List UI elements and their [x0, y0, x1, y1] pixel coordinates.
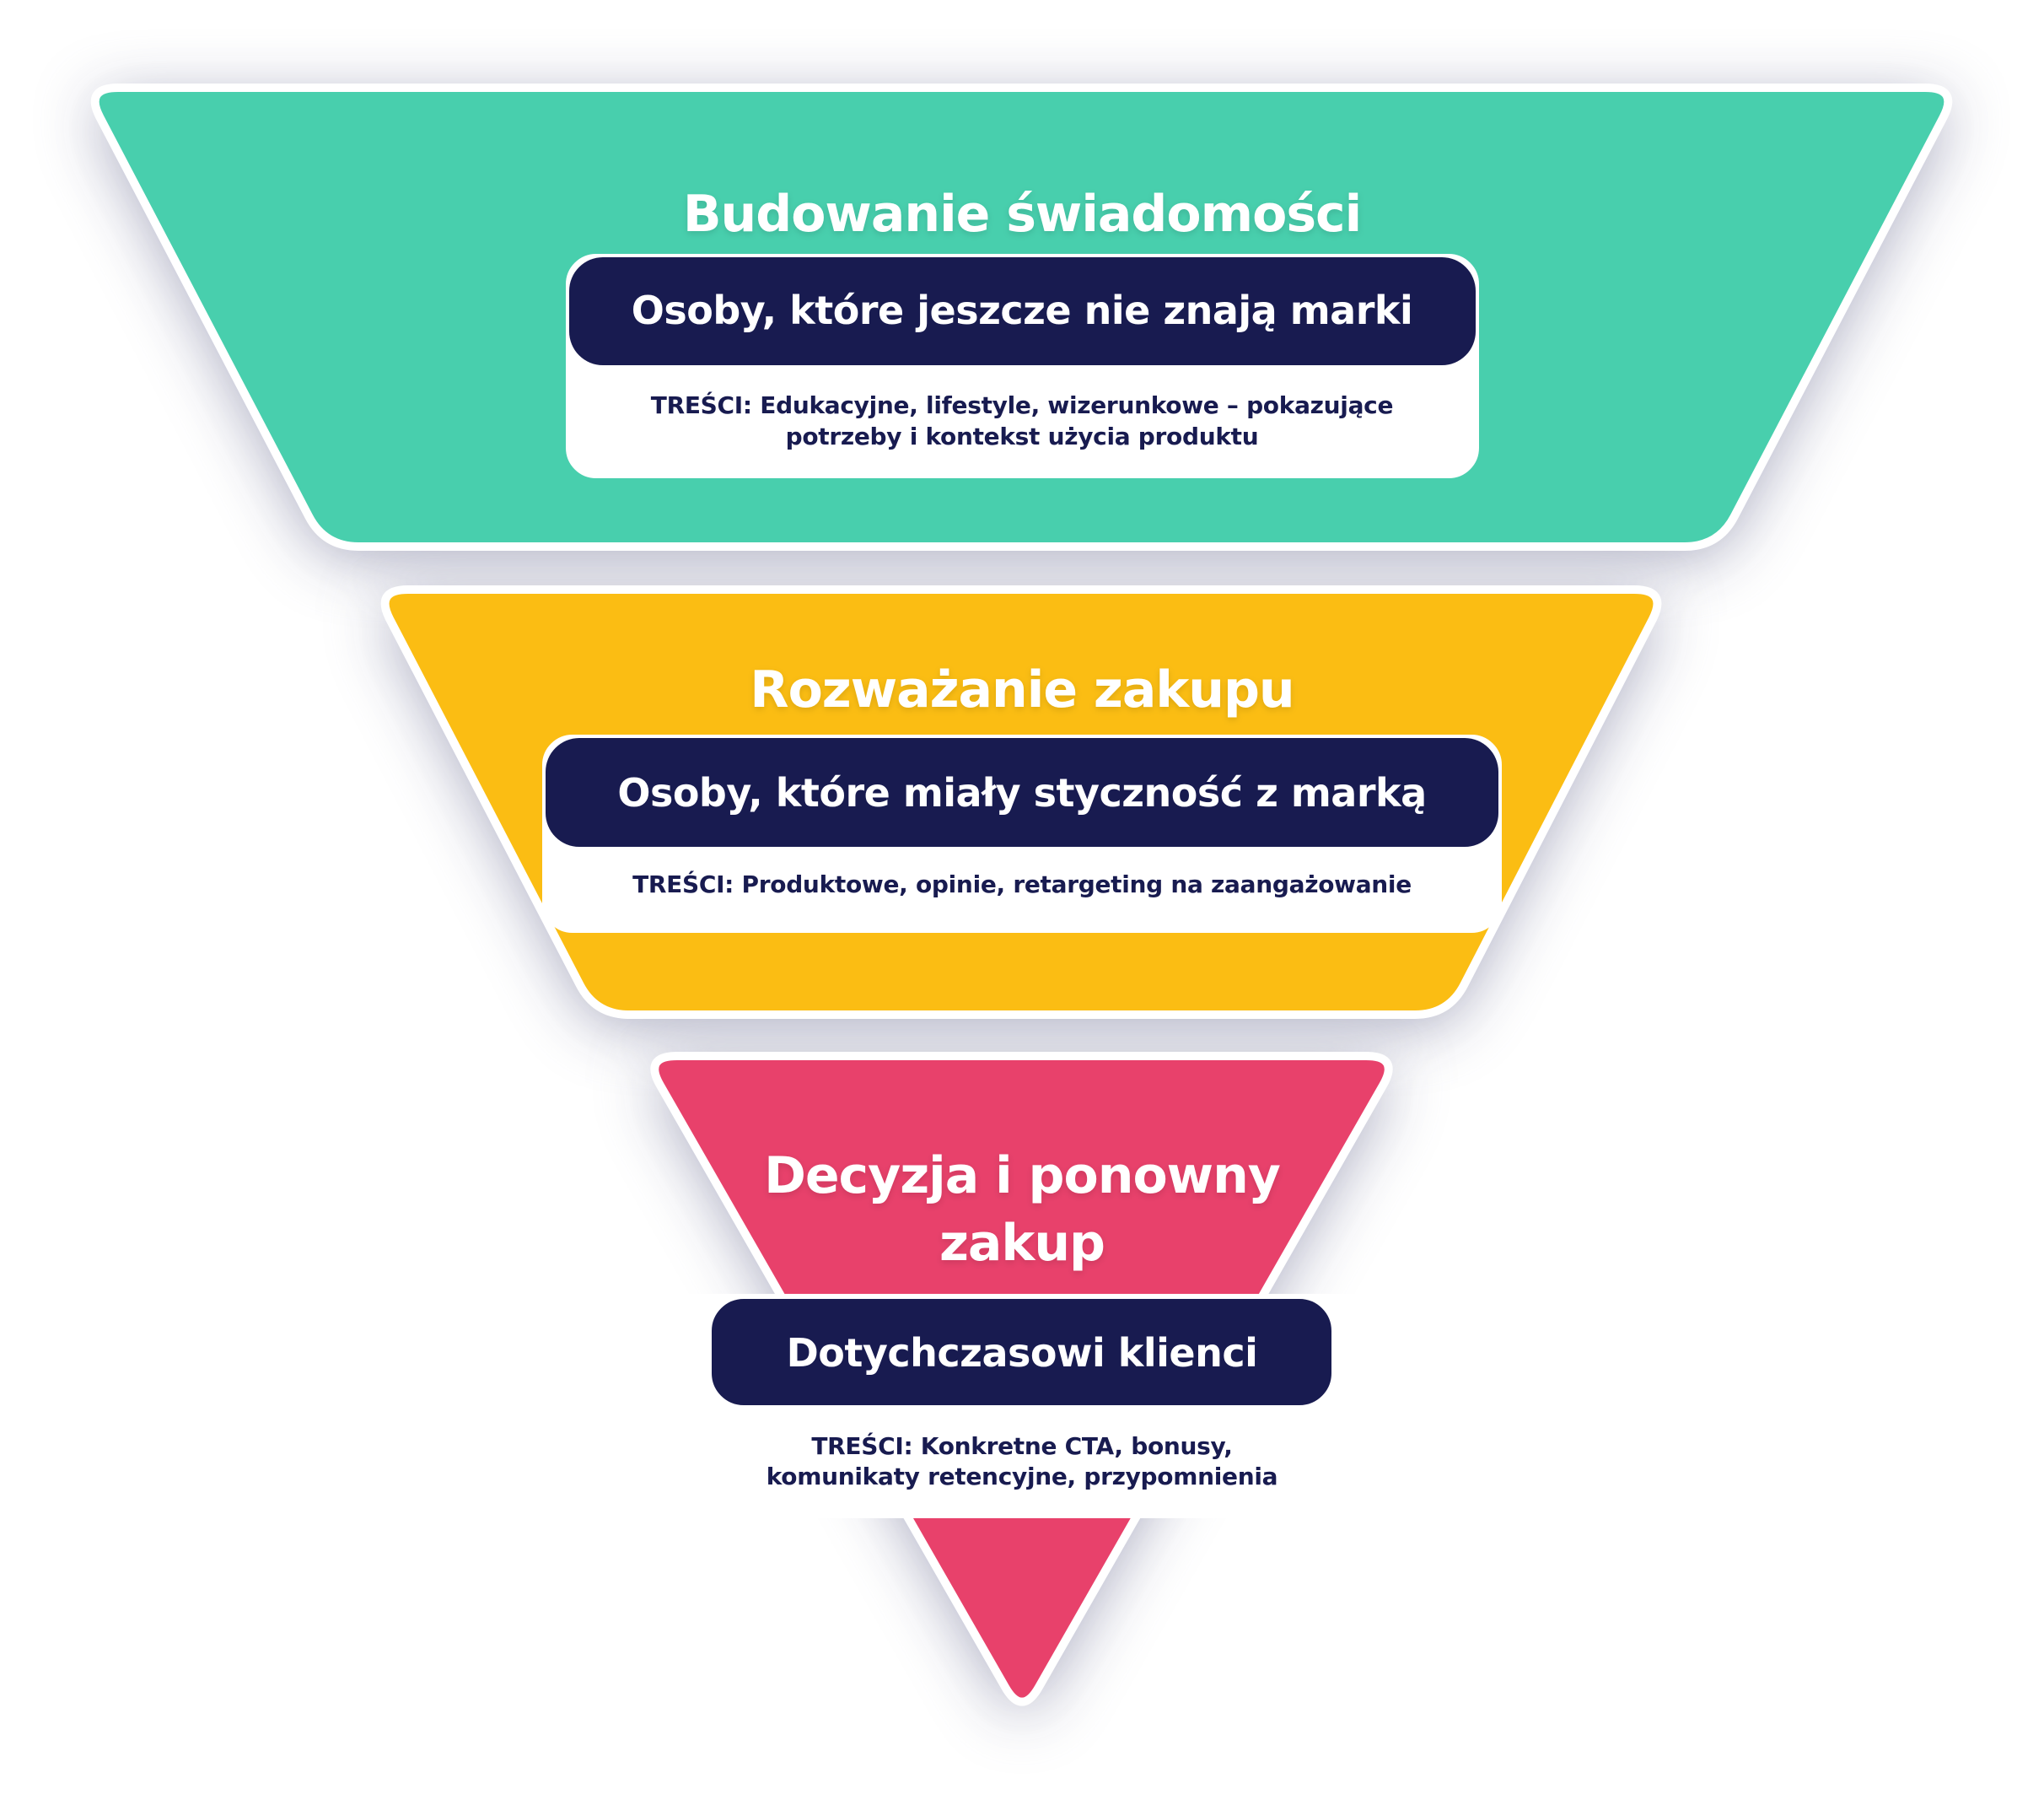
stage-1-content-line-1: TREŚCI: Edukacyjne, lifestyle, wizerunko…	[651, 391, 1393, 419]
stage-3-audience: Dotychczasowi klienci	[787, 1330, 1258, 1376]
stage-2-audience-pill	[546, 738, 1498, 847]
stage-1-title: Budowanie świadomości	[683, 185, 1361, 244]
stage-3-title-line-1: Decyzja i ponowny	[764, 1146, 1281, 1205]
stage-3-content-line-1: TREŚCI: Konkretne CTA, bonusy,	[811, 1431, 1232, 1460]
stage-2-content-line-1: TREŚCI: Produktowe, opinie, retargeting …	[632, 870, 1412, 898]
stage-3-content-line-2: komunikaty retencyjne, przypomnienia	[766, 1463, 1278, 1490]
stage-1-awareness: Budowanie świadomości Osoby, które jeszc…	[90, 84, 1953, 551]
stage-3-decision: Decyzja i ponowny zakup Dotychczasowi kl…	[650, 1052, 1393, 1706]
stage-3-title-line-2: zakup	[939, 1214, 1105, 1273]
stage-2-title: Rozważanie zakupu	[750, 660, 1294, 719]
stage-2-audience: Osoby, które miały styczność z marką	[617, 770, 1426, 816]
stage-3-audience-pill	[708, 1296, 1335, 1409]
stage-2-consideration: Rozważanie zakupu Osoby, które miały sty…	[380, 585, 1662, 1019]
stage-1-audience-pill	[569, 257, 1476, 365]
stage-1-audience: Osoby, które jeszcze nie znają marki	[632, 288, 1413, 333]
stage-1-content-line-2: potrzeby i kontekst użycia produktu	[786, 423, 1259, 450]
